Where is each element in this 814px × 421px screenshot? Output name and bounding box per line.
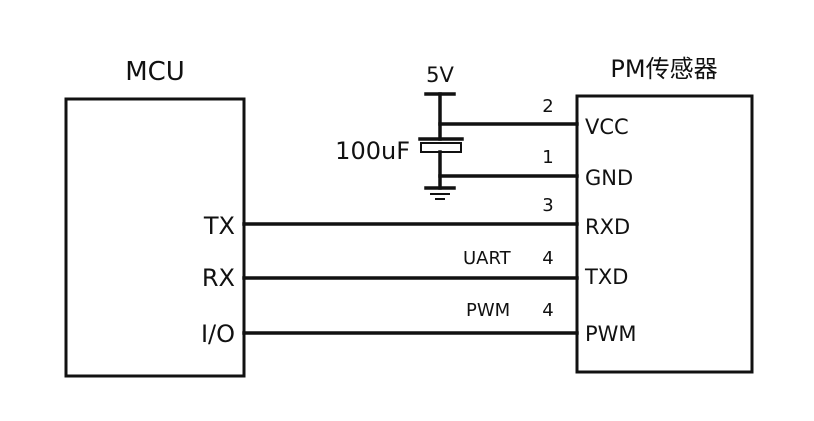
sensor-pin-gnd: GND [585,166,633,190]
mcu-pin-io: I/O [201,320,235,348]
mcu-pin-rx: RX [202,264,235,292]
sensor-pin-rxd: RXD [585,215,630,239]
uart-label: UART [463,248,512,269]
vcc-wire-number: 2 [542,96,553,117]
mcu-pin-tx: TX [203,212,235,240]
capacitor-label: 100uF [335,137,410,165]
sensor-pin-vcc: VCC [585,115,629,139]
pm-sensor-block [575,94,754,374]
supply-label: 5V [426,63,454,87]
gnd-wire-number: 1 [542,147,553,168]
sensor-pin-txd: TXD [584,265,628,289]
pm-sensor-title: PM传感器 [610,55,717,83]
mcu-title: MCU [125,57,185,87]
pwm-label: PWM [466,300,510,321]
txd-wire-number: 4 [542,248,553,269]
pwm-wire-number: 4 [542,300,553,321]
sensor-pin-pwm: PWM [585,322,637,346]
mcu-block [64,97,246,378]
rxd-wire-number: 3 [542,195,553,216]
